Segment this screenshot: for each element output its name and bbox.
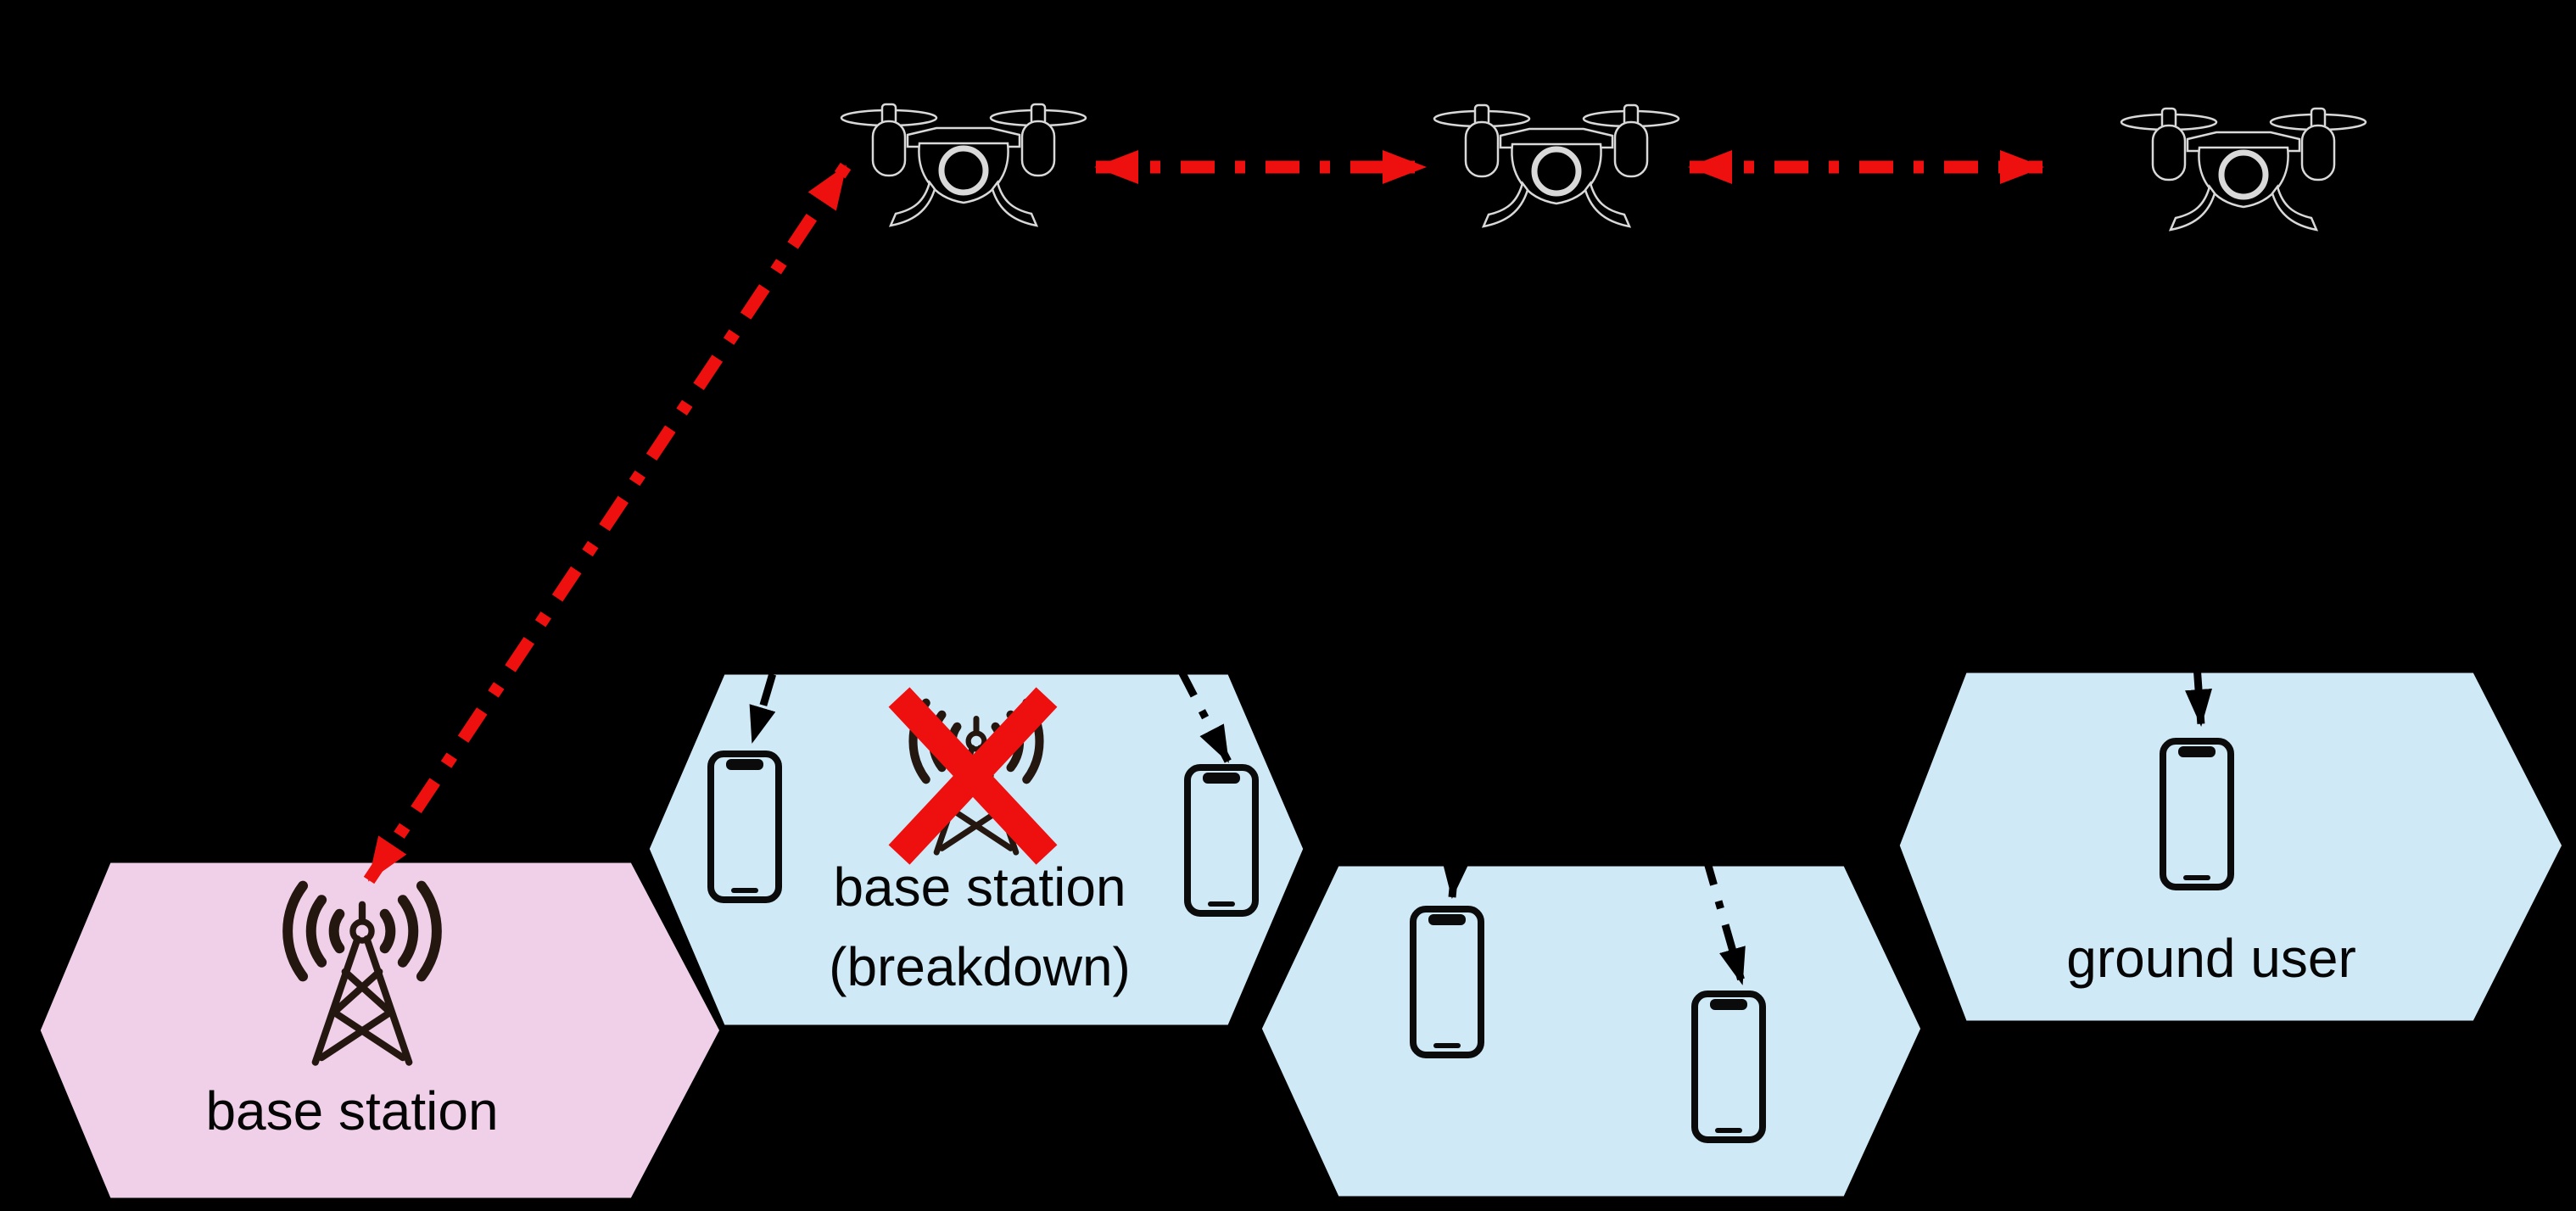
uav1-to-left-user-link — [748, 460, 840, 744]
uav3-to-ground-user-link — [2185, 593, 2212, 727]
base-station-label: base station — [205, 1080, 498, 1141]
cell-base-station — [34, 857, 726, 1204]
uav-drone-icon — [2121, 109, 2366, 230]
base-station-uav1-backhaul-link — [363, 162, 852, 885]
breakdown-label-line2: (breakdown) — [829, 936, 1131, 997]
breakdown-label-line1: base station — [833, 857, 1126, 918]
uav2-to-right-user-link — [1640, 639, 1746, 985]
breakdown-cross-icon — [888, 687, 1058, 865]
ground-user-label: ground user — [2066, 928, 2356, 989]
uav-drone-icon — [1434, 105, 1679, 226]
cell-relay-served-users — [1255, 860, 1927, 1203]
uav1-to-right-user-link — [1074, 468, 1232, 764]
uav2-to-left-user-link — [1442, 584, 1487, 899]
uav-drone-icon — [841, 104, 1086, 226]
